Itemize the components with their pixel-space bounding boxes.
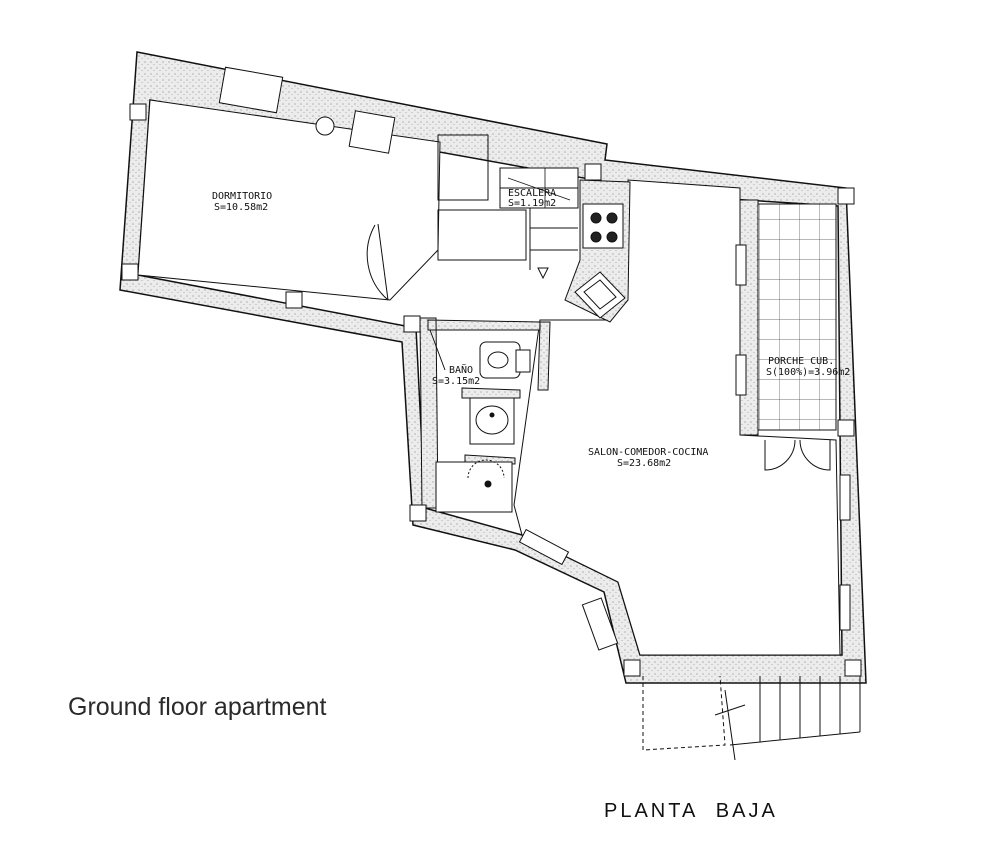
- washbasin-icon: [469, 397, 515, 445]
- stove-icon: [582, 203, 624, 249]
- plan-title: PLANTA BAJA: [604, 800, 778, 822]
- shower-icon: [435, 459, 513, 513]
- windows: [218, 66, 851, 651]
- porche-name: PORCHE CUB.: [768, 356, 834, 367]
- toilet-icon: [479, 341, 531, 379]
- door-swing-icon: [366, 223, 831, 471]
- outdoor-steps: [642, 675, 861, 761]
- porche-area: S(100%)=3.96m2: [766, 367, 850, 378]
- salon-name: SALON-COMEDOR-COCINA: [588, 447, 708, 458]
- escalera-area: S=1.19m2: [508, 198, 556, 209]
- dormitorio-name: DORMITORIO: [212, 191, 272, 202]
- escalera-name: ESCALERA: [508, 188, 556, 199]
- dormitorio-area: S=10.58m2: [214, 202, 268, 213]
- bano-area: S=3.15m2: [432, 376, 480, 387]
- salon-area: S=23.68m2: [617, 458, 671, 469]
- sink-icon: [574, 271, 626, 319]
- caption: Ground floor apartment: [68, 693, 327, 721]
- porche-floor: [757, 203, 837, 431]
- staircase: [437, 134, 579, 280]
- bano-name: BAÑO: [449, 363, 473, 376]
- up-arrow-icon: [537, 267, 549, 280]
- columns: [121, 103, 862, 677]
- porche-wall: [739, 199, 759, 436]
- kitchen-counter: [564, 179, 631, 323]
